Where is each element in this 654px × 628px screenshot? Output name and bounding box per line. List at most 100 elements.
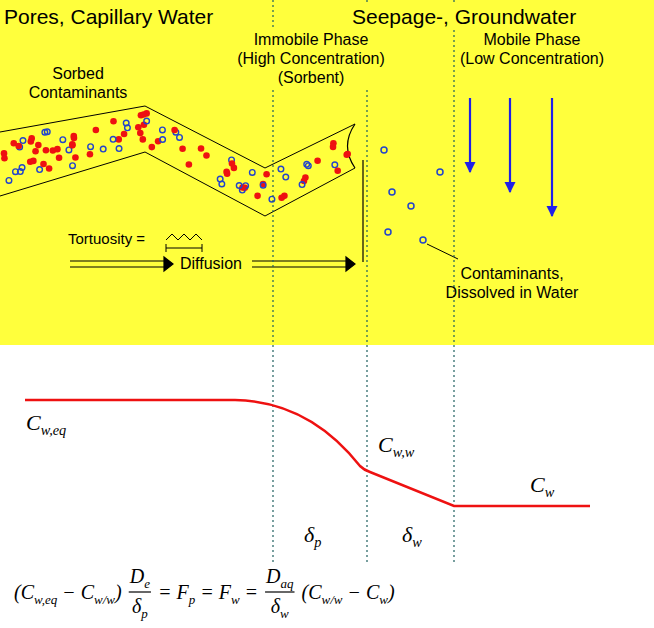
contaminant-dots (1, 110, 351, 202)
tortuosity-symbol (166, 234, 202, 252)
fraction-bar (129, 591, 151, 592)
contaminant-dot (6, 178, 12, 184)
text-label: Contaminants, Dissolved in Water (446, 264, 579, 302)
contaminant-dot (389, 189, 395, 195)
contaminant-dot (70, 163, 76, 169)
pore-wall (0, 106, 355, 168)
pore-wall (0, 152, 355, 216)
contaminant-dot (219, 181, 225, 187)
contaminant-dot (408, 203, 414, 209)
contaminant-dot (149, 144, 156, 151)
contaminant-dot (198, 145, 205, 152)
contaminant-dot (137, 130, 144, 137)
contaminant-dot (69, 142, 76, 149)
math-label: Cw,w (378, 432, 414, 458)
contaminant-dot (44, 129, 50, 135)
contaminant-dot (283, 174, 289, 180)
math-label: δw (402, 522, 422, 548)
contaminant-dot (381, 147, 387, 153)
math-label: δw (271, 594, 289, 618)
contaminant-dot (72, 154, 79, 161)
contaminant-dot (437, 169, 443, 175)
math-label: δp (304, 522, 321, 548)
contaminant-dot (278, 194, 285, 201)
contaminant-dot (88, 144, 94, 150)
arrow-line (70, 266, 164, 267)
contaminant-dot (344, 151, 351, 158)
text-label: Sorbed Contaminants (29, 64, 128, 102)
contaminant-dot (135, 124, 142, 131)
contaminant-dot (332, 162, 338, 168)
contaminant-dot (314, 157, 321, 164)
contaminant-dot (28, 135, 35, 142)
math-label: (Cw,eq − Cw/w) (14, 580, 122, 604)
contaminant-dot (186, 161, 193, 168)
text-label: Immobile Phase (High Concentration) (Sor… (237, 30, 385, 87)
contaminant-dot (171, 127, 178, 134)
contaminant-dot (18, 169, 24, 175)
contaminant-dot (236, 183, 242, 189)
contaminant-dot (35, 142, 42, 149)
contaminant-dot (56, 154, 63, 161)
arrow-head (346, 257, 355, 271)
text-label: Pores, Capillary Water (4, 4, 213, 29)
contaminant-dot (43, 147, 50, 154)
contaminant-dot (254, 193, 261, 200)
contaminant-dot (179, 145, 186, 152)
contaminant-dot (93, 127, 100, 134)
contaminant-dot (177, 135, 183, 141)
math-label: δp (132, 594, 148, 618)
contaminant-dot (260, 182, 266, 188)
flow-arrow (551, 98, 553, 216)
contaminant-dot (304, 161, 310, 167)
fraction-bar (265, 591, 294, 592)
flow-arrows (470, 98, 552, 216)
contaminant-dot (87, 151, 94, 158)
contaminant-dot (110, 137, 116, 143)
contaminant-dot (140, 111, 147, 118)
contaminant-dot (160, 127, 166, 133)
contaminant-dot (299, 182, 305, 188)
contaminant-dot (100, 146, 106, 152)
arrow-head (164, 257, 173, 271)
contaminant-dot (110, 118, 117, 125)
contaminant-dot (269, 196, 275, 202)
flow-arrow (509, 98, 511, 192)
boundary-line (453, 0, 454, 562)
contaminant-dot (260, 181, 267, 188)
dissolved-contaminants (381, 147, 443, 243)
contaminant-dot (278, 166, 284, 172)
text-label: Seepage-, Groundwater (352, 4, 576, 29)
contaminant-dot (140, 136, 147, 143)
contaminant-dot (203, 152, 210, 159)
contaminant-dot (420, 237, 426, 243)
contaminant-dot (385, 229, 391, 235)
contaminant-dot (330, 144, 337, 151)
meniscus (348, 124, 356, 168)
contaminant-dot (46, 165, 53, 172)
math-label: Cw (530, 472, 554, 498)
contaminant-dot (10, 140, 17, 147)
contaminant-dot (224, 170, 231, 177)
contaminant-dot (123, 120, 129, 126)
contaminant-dot (160, 137, 166, 143)
interface-line (362, 160, 363, 262)
contaminant-dot (60, 137, 66, 143)
text-label: Diffusion (180, 254, 242, 273)
math-label: Daq (266, 564, 293, 588)
leader-line (427, 244, 458, 259)
flow-arrow (469, 98, 471, 172)
contaminant-dot (32, 148, 39, 155)
contaminant-dot (69, 141, 76, 148)
contaminant-dot (54, 146, 61, 153)
math-label: Cw,eq (26, 410, 66, 436)
contaminant-dot (263, 171, 270, 178)
arrow-line (252, 266, 346, 267)
contaminant-dot (37, 167, 43, 173)
contaminant-dot (144, 118, 150, 124)
contaminant-dot (70, 133, 77, 140)
text-label: Tortuosity = (68, 230, 145, 248)
math-label: = Fp = Fw = (158, 580, 258, 604)
